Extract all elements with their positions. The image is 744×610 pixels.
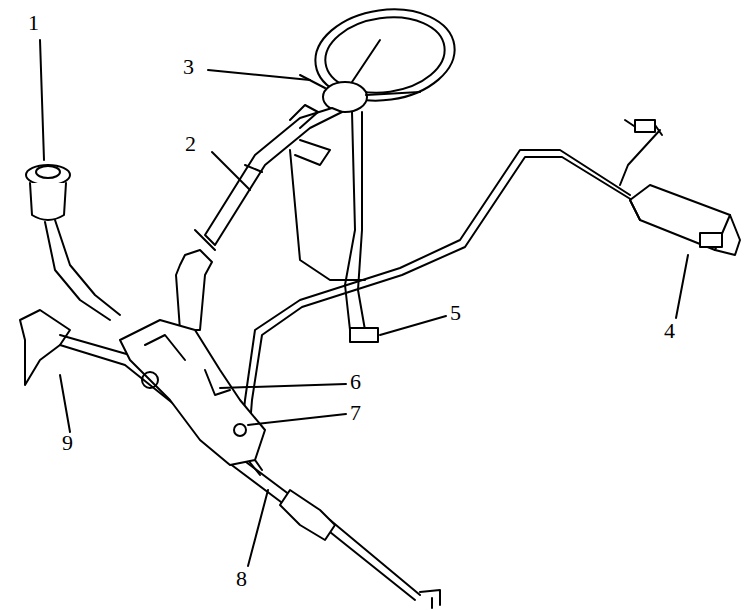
leader-line bbox=[248, 490, 268, 566]
control-unit-edge bbox=[630, 200, 740, 255]
bracket bbox=[20, 310, 70, 385]
gear-housing bbox=[120, 320, 265, 465]
leader-line bbox=[208, 70, 310, 80]
leader-line bbox=[220, 384, 346, 388]
wire bbox=[290, 112, 365, 330]
column-details bbox=[195, 105, 330, 250]
wheel-hub bbox=[323, 82, 367, 112]
leader-line bbox=[248, 414, 346, 425]
callout-number: 8 bbox=[236, 568, 247, 590]
callout-number: 9 bbox=[62, 432, 73, 454]
callout-number: 4 bbox=[664, 320, 675, 342]
callout-number: 7 bbox=[350, 402, 361, 424]
steering-rack bbox=[60, 335, 420, 600]
boot bbox=[280, 490, 335, 540]
reservoir-cap bbox=[36, 166, 60, 178]
wheel-spokes bbox=[300, 40, 420, 95]
leader-line bbox=[676, 255, 688, 318]
callout-number: 6 bbox=[350, 371, 361, 393]
wire bbox=[620, 120, 662, 185]
callout-number: 3 bbox=[183, 56, 194, 78]
callout-number: 5 bbox=[450, 302, 461, 324]
tie-rod-end bbox=[420, 590, 440, 608]
connector bbox=[350, 328, 378, 342]
leader-line bbox=[380, 316, 446, 335]
housing-details bbox=[145, 335, 230, 395]
callout-number: 1 bbox=[28, 12, 39, 34]
wire-harness bbox=[240, 150, 632, 475]
reservoir bbox=[30, 183, 66, 220]
bolt bbox=[234, 424, 246, 436]
connector bbox=[700, 233, 722, 247]
connector bbox=[635, 120, 655, 132]
reservoir-top bbox=[26, 165, 70, 185]
callout-number: 2 bbox=[185, 133, 196, 155]
bolt bbox=[142, 372, 158, 388]
control-unit bbox=[630, 185, 730, 250]
intermediate-shaft bbox=[176, 250, 212, 330]
hose bbox=[45, 220, 120, 320]
leader-line bbox=[60, 375, 70, 432]
leader-line bbox=[40, 40, 44, 160]
steering-column bbox=[205, 108, 342, 245]
leader-line bbox=[212, 152, 250, 190]
